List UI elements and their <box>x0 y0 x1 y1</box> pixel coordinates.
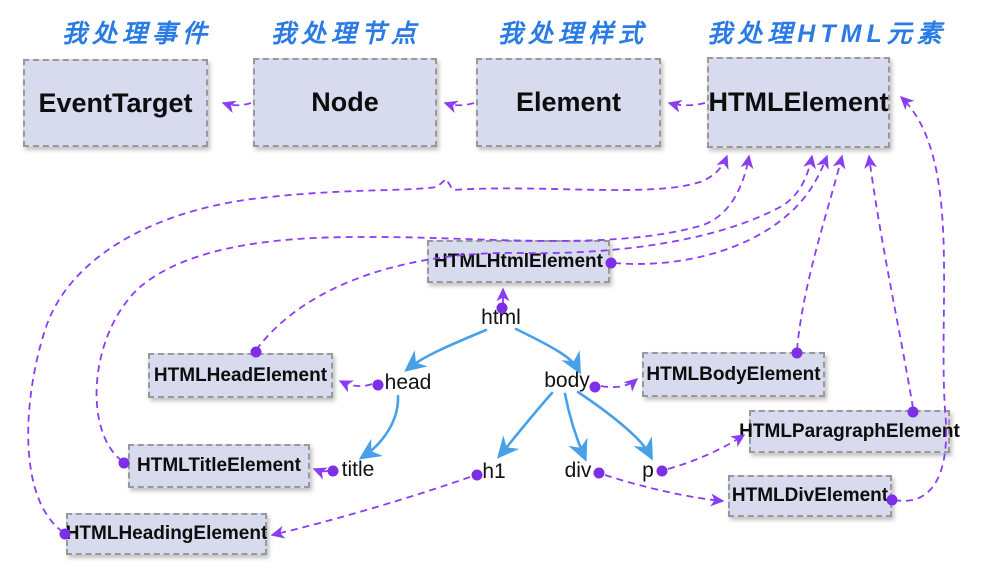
arrow-element-node <box>443 100 475 114</box>
edge-body-p <box>576 390 653 461</box>
arrow-htmltitleelement-htmlelement <box>95 154 754 462</box>
interface-box-htmlbodyelement: HTMLBodyElement <box>642 352 825 397</box>
dot-h1 <box>471 469 483 481</box>
interface-box-htmlheadelement: HTMLHeadElement <box>148 353 333 398</box>
arrow-htmlbodyelement-htmlelement <box>796 154 846 351</box>
arrow-node-eventtarget <box>221 100 252 114</box>
class-box-eventtarget-label: EventTarget <box>38 87 193 118</box>
edge-html-body <box>514 327 581 375</box>
interface-box-htmlparagraphelement-label: HTMLParagraphElement <box>739 420 960 442</box>
tree-node-div: div <box>564 459 592 482</box>
caption-event-target: 我处理事件 <box>61 20 213 48</box>
caption-element: 我处理样式 <box>497 20 649 48</box>
caption-node: 我处理节点 <box>270 20 422 48</box>
arrow-p-htmlparagraphelement <box>667 434 746 470</box>
tree-node-html: html <box>481 306 521 329</box>
class-box-element: Element <box>476 58 661 147</box>
edge-body-h1 <box>496 391 554 459</box>
arrow-htmlelement-element <box>667 99 706 113</box>
arrow-htmlhtmlelement-htmlelement <box>613 154 829 265</box>
dot-head <box>372 379 384 391</box>
tree-node-body: body <box>544 369 590 392</box>
dot-title <box>327 465 339 477</box>
arrow-body-htmlbodyelement <box>600 378 639 392</box>
interface-box-htmlheadingelement-label: HTMLHeadingElement <box>65 523 268 544</box>
class-box-eventtarget: EventTarget <box>23 59 208 147</box>
interface-box-htmlhtmlelement-label: HTMLHtmlElement <box>434 250 603 272</box>
edge-body-div <box>563 392 588 462</box>
tree-node-title: title <box>341 458 375 481</box>
dot-body <box>589 381 601 393</box>
class-box-element-label: Element <box>515 87 622 117</box>
interface-box-htmlhtmlelement: HTMLHtmlElement <box>427 240 610 283</box>
interface-box-htmldivelement-label: HTMLDivElement <box>731 485 889 506</box>
interface-box-htmlheadingelement: HTMLHeadingElement <box>66 513 267 555</box>
class-box-node: Node <box>253 58 437 147</box>
tree-node-p: p <box>642 459 654 482</box>
dot-p <box>656 465 668 477</box>
interface-box-htmlparagraphelement: HTMLParagraphElement <box>739 410 960 453</box>
class-box-htmlelement-label: HTMLElement <box>708 87 889 117</box>
interface-box-htmlheadelement-label: HTMLHeadElement <box>153 364 328 386</box>
dot-div <box>593 467 605 479</box>
tree-node-head: head <box>384 371 432 394</box>
arrow-div-htmldivelement <box>604 474 725 507</box>
interface-box-htmldivelement: HTMLDivElement <box>728 475 892 517</box>
class-box-node-label: Node <box>311 87 379 117</box>
arrow-head-htmlheadelement <box>338 380 373 393</box>
class-box-htmlelement: HTMLElement <box>707 57 890 148</box>
edge-html-head <box>404 328 488 372</box>
tree-node-h1: h1 <box>482 460 506 483</box>
edge-head-title <box>358 394 400 460</box>
caption-html-element: 我处理HTML元素 <box>707 20 947 48</box>
interface-box-htmltitleelement-label: HTMLTitleElement <box>137 455 301 476</box>
interface-box-htmlbodyelement-label: HTMLBodyElement <box>646 363 821 385</box>
arrow-htmlparagraphelement-htmlelement <box>864 154 914 409</box>
interface-box-htmltitleelement: HTMLTitleElement <box>128 444 310 488</box>
arrow-title-htmltitleelement <box>312 467 329 480</box>
